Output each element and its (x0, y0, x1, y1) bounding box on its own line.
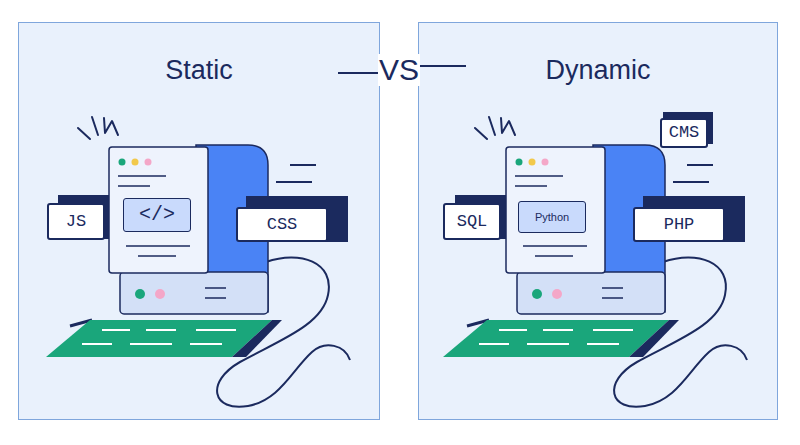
tag-label: </> (139, 205, 175, 225)
tag-label: JS (66, 212, 86, 232)
panel-ground (419, 23, 778, 420)
code-badge: </> (123, 198, 191, 232)
tag-label: CSS (267, 215, 298, 235)
versus-label: VS (378, 54, 420, 86)
vs-stroke (418, 65, 466, 67)
language-tag: JS (47, 203, 105, 240)
language-tag: PHP (633, 207, 725, 242)
panel-heading: Static (19, 54, 379, 86)
computer-illustration (443, 117, 747, 407)
tag-label: CMS (669, 123, 700, 143)
language-tag: CMS (660, 118, 708, 148)
language-tag: SQL (443, 203, 501, 240)
panel-ground (19, 23, 380, 420)
tag-label: Python (535, 210, 569, 224)
vs-stroke (338, 72, 380, 74)
language-tag: CSS (236, 207, 328, 242)
computer-illustration (46, 117, 350, 407)
code-badge: Python (518, 201, 586, 233)
tag-label: SQL (457, 212, 488, 232)
tag-label: PHP (664, 215, 695, 235)
comparison-panel: StaticJS </> CSS (18, 22, 380, 420)
panel-heading: Dynamic (419, 54, 777, 86)
comparison-panel: DynamicCMS SQL Python PHP (418, 22, 778, 420)
